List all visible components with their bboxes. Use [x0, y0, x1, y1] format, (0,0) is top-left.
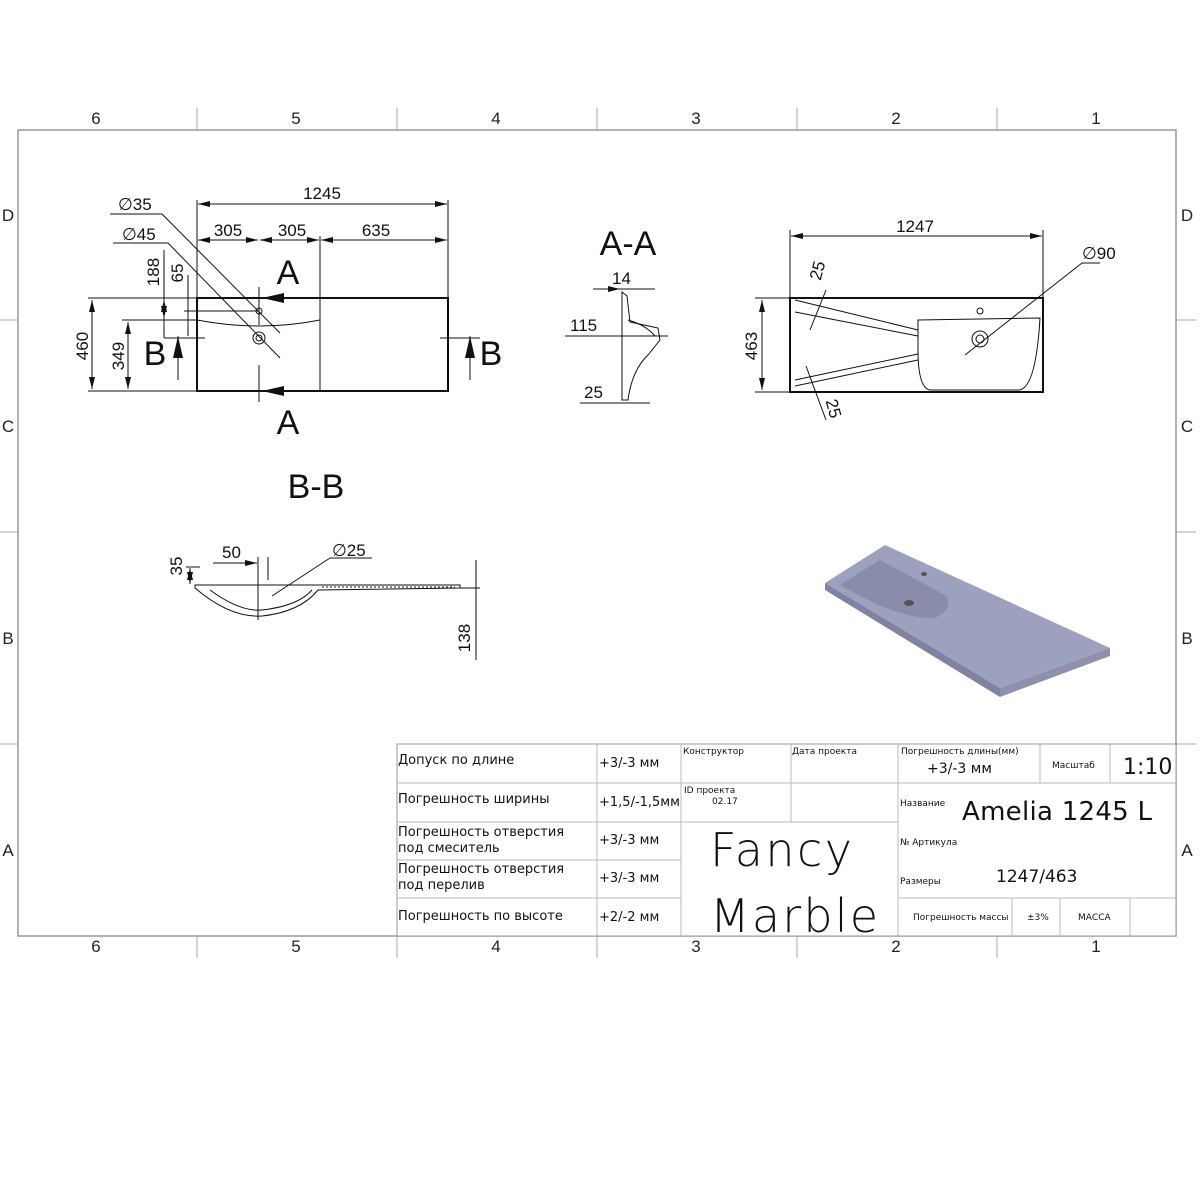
zone-row: B — [2, 629, 13, 648]
scale-label: Масштаб — [1052, 761, 1095, 771]
dim-65: 65 — [168, 264, 187, 283]
tolerance-width-label: Погрешность ширины — [398, 792, 549, 807]
tolerance-mixer-hole-label2: под смеситель — [398, 841, 500, 856]
article-label: № Артикула — [900, 838, 957, 848]
dim-total-length: 1245 — [303, 184, 341, 203]
dim-115: 115 — [570, 316, 597, 335]
dim-25-top: 25 — [806, 259, 829, 282]
scale-value: 1:10 — [1123, 755, 1172, 780]
product-name: Amelia 1245 L — [962, 797, 1153, 827]
dia-drain-hole: ∅45 — [122, 225, 156, 244]
length-tolerance-label: Погрешность длины(мм) — [901, 747, 1019, 757]
zone-col: 1 — [1091, 937, 1100, 956]
mass-tolerance: ±3% — [1027, 913, 1049, 923]
dim-188: 188 — [144, 258, 163, 286]
right-view: 1247 463 25 25 ∅90 — [742, 217, 1116, 420]
zone-labels-top: 6 5 4 3 2 1 — [91, 109, 1100, 128]
tolerance-mixer-hole-label: Погрешность отверстия — [398, 825, 564, 840]
tolerance-height-label: Погрешность по высоте — [398, 909, 563, 924]
zone-row: B — [1181, 629, 1192, 648]
zone-col: 4 — [491, 109, 500, 128]
zone-col: 5 — [291, 109, 300, 128]
zone-row: C — [1181, 417, 1193, 436]
dim-1247: 1247 — [896, 217, 934, 236]
dim-635: 635 — [362, 221, 390, 240]
name-label: Название — [900, 799, 946, 809]
zone-col: 4 — [491, 937, 500, 956]
tolerance-length-value: +3/-3 мм — [599, 756, 659, 771]
brand-line-2: Marble — [710, 889, 878, 943]
zone-labels-bottom: 6 5 4 3 2 1 — [91, 937, 1100, 956]
zone-labels-right: D C B A — [1181, 206, 1193, 860]
dim-463: 463 — [742, 332, 761, 360]
dim-50: 50 — [222, 543, 241, 562]
zone-col: 3 — [691, 109, 700, 128]
cut-label-a-bottom: A — [277, 404, 300, 442]
section-a-a: A-A 14 115 25 — [565, 225, 668, 404]
cut-label-b-right: B — [480, 335, 503, 373]
zone-col: 5 — [291, 937, 300, 956]
tolerance-length-label: Допуск по длине — [398, 753, 514, 768]
tolerance-overflow-label: Погрешность отверстия — [398, 862, 564, 877]
zone-row: C — [2, 417, 14, 436]
zone-row: A — [2, 841, 14, 860]
dia-mixer-hole: ∅35 — [118, 195, 152, 214]
length-tolerance: +3/-3 мм — [927, 761, 992, 777]
tolerance-width-value: +1,5/-1,5мм — [599, 795, 680, 810]
dim-14: 14 — [612, 269, 631, 288]
cut-label-a-top: A — [277, 254, 300, 292]
dim-349: 349 — [109, 342, 128, 370]
designer-label: Конструктор — [683, 747, 744, 757]
dim-25: 25 — [584, 383, 603, 402]
dim-25-bottom: 25 — [822, 397, 845, 420]
zone-col: 3 — [691, 937, 700, 956]
sink-3d-render — [825, 545, 1110, 697]
project-date-label: Дата проекта — [792, 747, 857, 757]
tolerance-overflow-label2: под перелив — [398, 878, 485, 893]
zone-row: D — [2, 206, 14, 225]
dim-138: 138 — [455, 624, 474, 652]
zone-col: 2 — [891, 109, 900, 128]
mass-label: МАССА — [1078, 913, 1111, 923]
product-size: 1247/463 — [996, 867, 1077, 887]
project-id: 02.17 — [712, 797, 738, 807]
section-b-b-title: B-B — [288, 468, 345, 506]
tolerance-mixer-hole-value: +3/-3 мм — [599, 833, 659, 848]
title-block: Допуск по длине +3/-3 мм Погрешность шир… — [396, 743, 1177, 943]
zone-row: D — [1181, 206, 1193, 225]
dim-460: 460 — [73, 332, 92, 360]
zone-col: 2 — [891, 937, 900, 956]
dia-25: ∅25 — [332, 541, 366, 560]
dim-305-a: 305 — [214, 221, 242, 240]
zone-col: 6 — [91, 109, 100, 128]
size-label: Размеры — [900, 877, 941, 887]
dia-90: ∅90 — [1082, 244, 1116, 263]
tolerance-height-value: +2/-2 мм — [599, 910, 659, 925]
zone-col: 1 — [1091, 109, 1100, 128]
zone-labels-left: D C B A — [2, 206, 14, 860]
brand-line-1: Fancy — [710, 823, 852, 877]
top-view: 1245 305 305 635 ∅35 ∅45 460 349 188 65 … — [73, 184, 502, 442]
zone-row: A — [1181, 841, 1193, 860]
section-b-b: B-B 35 50 ∅25 138 — [167, 468, 480, 660]
tolerance-overflow-value: +3/-3 мм — [599, 871, 659, 886]
mass-tolerance-label: Погрешность массы — [913, 913, 1009, 923]
project-id-label: ID проекта — [684, 786, 735, 796]
section-a-a-title: A-A — [600, 225, 657, 263]
zone-col: 6 — [91, 937, 100, 956]
dim-305-b: 305 — [278, 221, 306, 240]
dim-35: 35 — [167, 557, 186, 576]
cut-label-b-left: B — [144, 335, 167, 373]
